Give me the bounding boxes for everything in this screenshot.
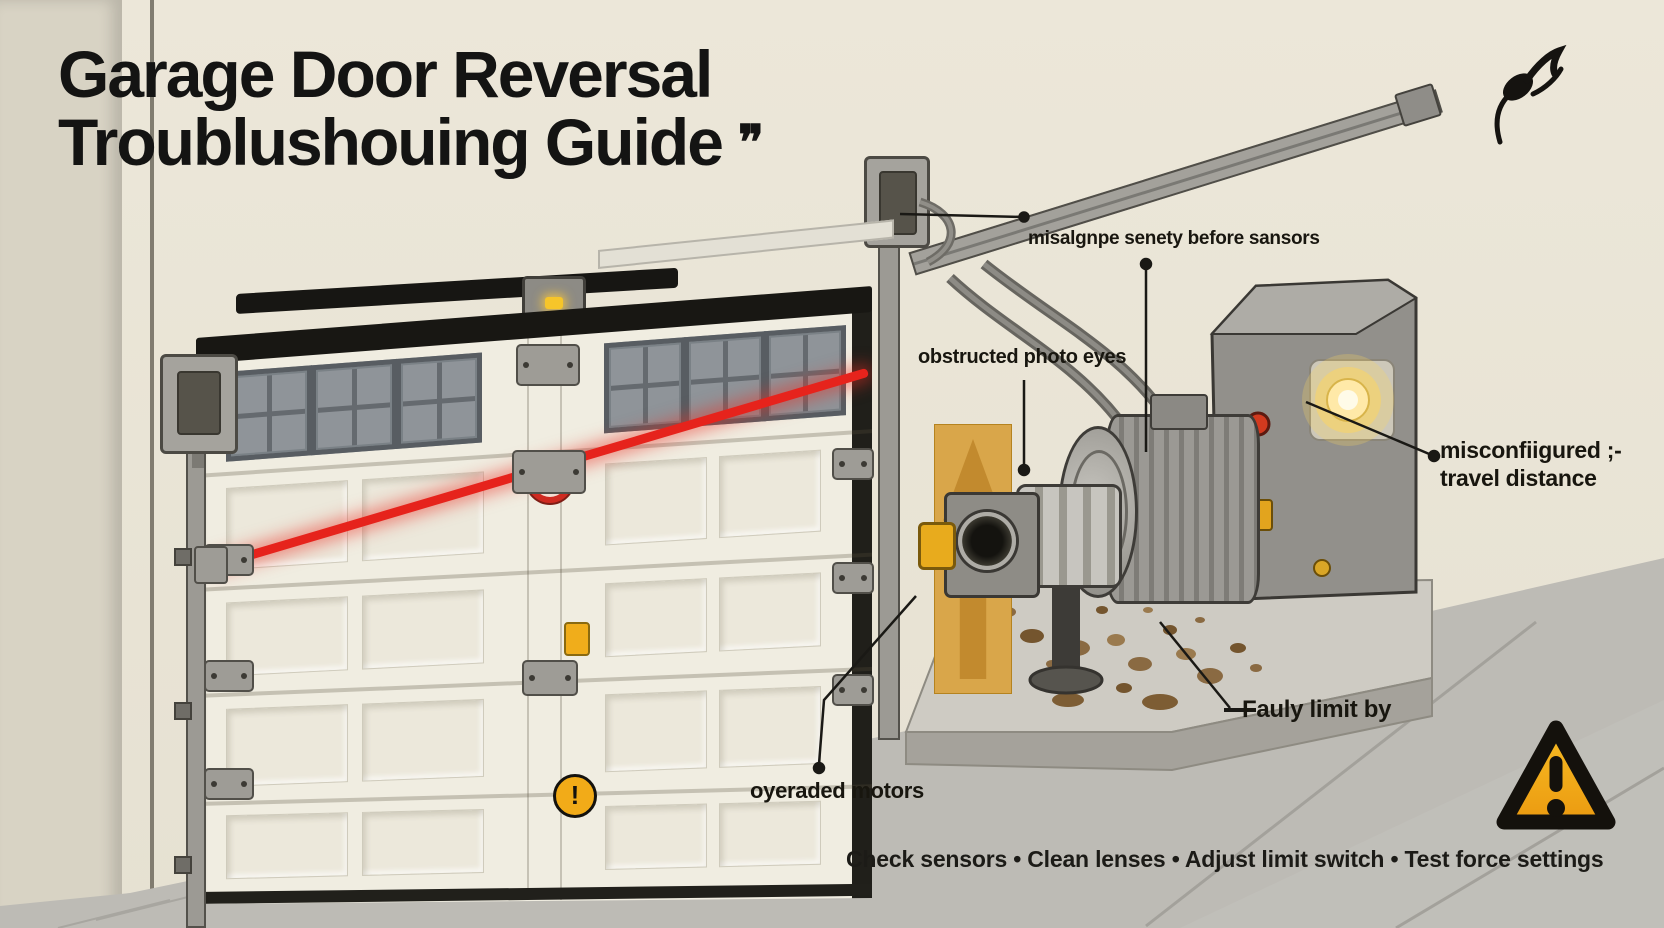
label-overloaded-motors: oyeraded motors — [750, 778, 924, 803]
track-bracket — [174, 548, 192, 566]
stile-line — [527, 320, 529, 900]
warning-triangle-icon — [1496, 720, 1616, 830]
label-misconfigured-travel: misconfiigured ;- travel distance — [1440, 437, 1622, 491]
hinge — [516, 344, 580, 386]
wall-corner-line — [150, 0, 154, 892]
hinge — [522, 660, 578, 696]
label-obstructed-photo-eyes: obstructed photo eyes — [918, 346, 1127, 368]
track-bracket — [174, 856, 192, 874]
motor-pedestal — [1028, 578, 1104, 695]
opener-control-box — [1209, 278, 1418, 602]
hinge — [204, 768, 254, 800]
title-line1: Garage Door Reversal — [58, 37, 713, 111]
motor-junction-box — [1150, 394, 1208, 430]
sensor-lens — [177, 371, 221, 435]
stile-line — [560, 320, 562, 900]
trolley-led — [545, 297, 563, 309]
hinge — [512, 450, 586, 494]
hinge — [832, 562, 874, 594]
hinge — [832, 448, 874, 480]
track-bracket — [174, 702, 192, 720]
safety-sensor-left — [160, 354, 238, 454]
gearbox-bore — [958, 512, 1016, 570]
title-line2: Troublushouing Guide❞ — [58, 105, 764, 179]
scribble-icon — [1494, 44, 1567, 145]
label-faulty-limit: Fauly limit by — [1242, 696, 1392, 723]
door-warning-badge: ! — [553, 774, 597, 818]
laser-bracket — [194, 546, 228, 584]
page-title: Garage Door Reversal Troublushouing Guid… — [58, 40, 764, 184]
left-wall — [0, 0, 122, 928]
gearbox-yellow-cap — [918, 522, 956, 570]
exclamation-text: ! — [570, 780, 580, 810]
label-misaligned-sensors: misalgnpe senety before sansors — [1028, 228, 1320, 249]
footer-checklist: Check sensors • Clean lenses • Adjust li… — [846, 846, 1604, 872]
yellow-dot — [1313, 559, 1331, 577]
hinge — [204, 660, 254, 692]
yellow-indicator — [564, 622, 590, 656]
quote-mark-icon: ❞ — [737, 117, 764, 170]
